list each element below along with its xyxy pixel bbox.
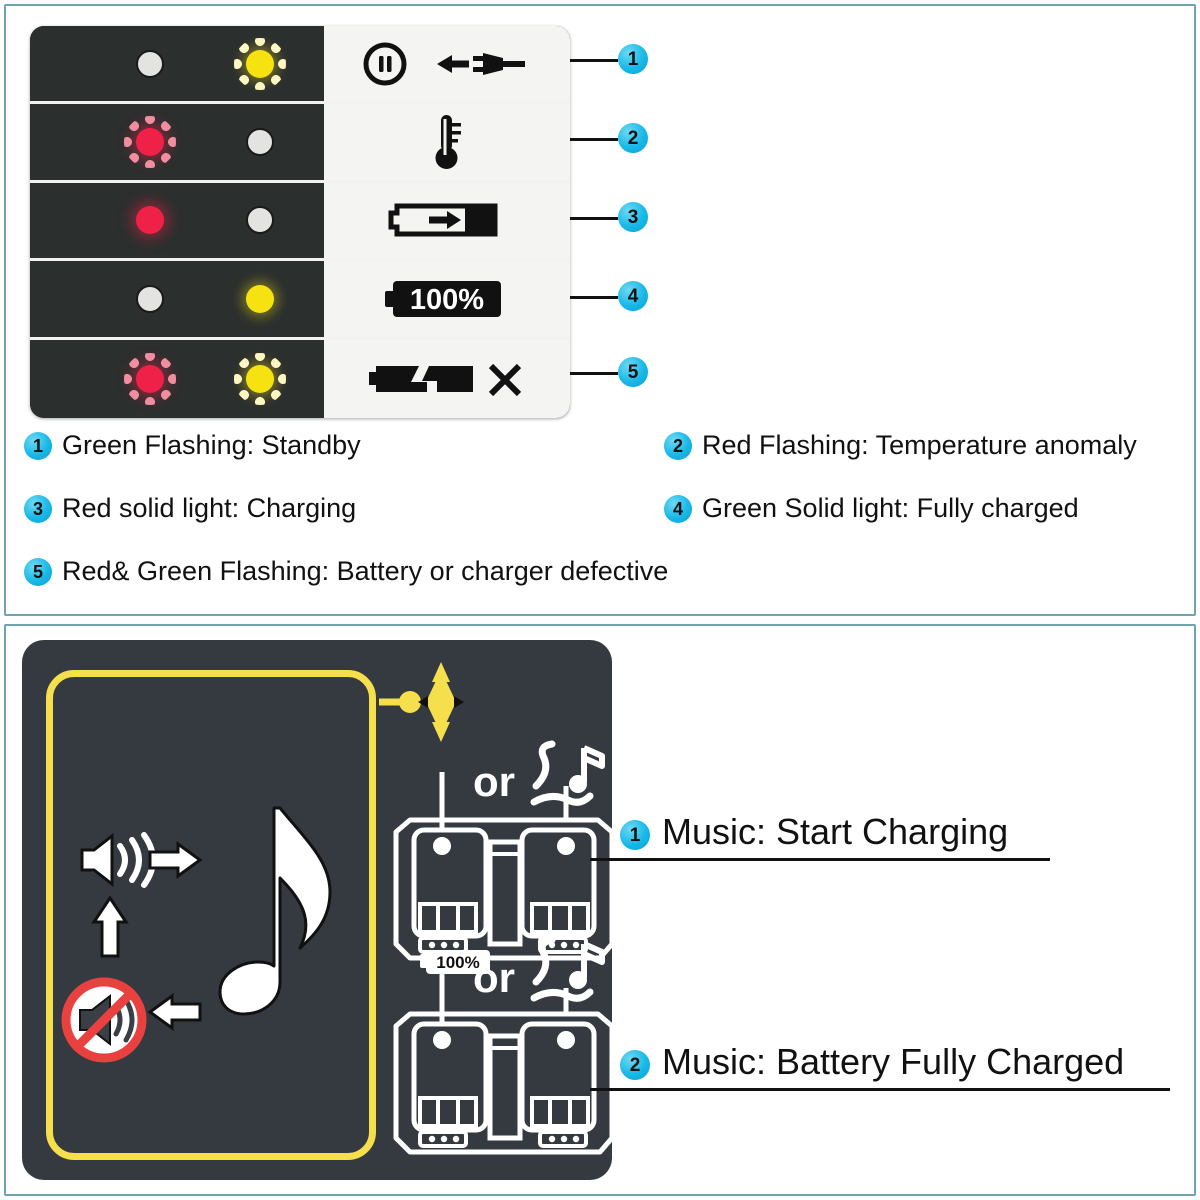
eighth-note-icon (218, 806, 332, 1016)
callout-3: 3 (618, 202, 648, 232)
battery-percent-label-bottom: 100% (436, 953, 479, 972)
led-red-solid (136, 206, 164, 235)
or-label-bottom: or (473, 954, 515, 1001)
led-green-off (136, 49, 164, 78)
legend-label: Red& Green Flashing: Battery or charger … (62, 556, 669, 586)
leader-line-2 (570, 138, 618, 141)
music-callout-2: 2 Music: Battery Fully Charged (620, 1044, 1124, 1080)
legend-label: Green Solid light: Fully charged (702, 493, 1079, 523)
plug-to-socket-standby-icon (322, 26, 570, 102)
speaker-on-icon (80, 832, 156, 888)
charger-dock-icon-top (393, 772, 612, 961)
callout-bubble: 5 (618, 357, 648, 387)
callout-4: 4 (618, 281, 648, 311)
table-row (30, 104, 570, 183)
led-green-flashing (234, 352, 286, 405)
charger-dock-icon-bottom (393, 974, 612, 1155)
legend-item-2: 2 Red Flashing: Temperature anomaly (664, 430, 1184, 461)
callout-bubble: 1 (620, 820, 650, 850)
callout-bubble: 1 (618, 44, 648, 74)
callout-bubble: 4 (618, 281, 648, 311)
table-row: 100% (30, 261, 570, 340)
leader-line-5 (570, 372, 618, 375)
arrow-left-icon (147, 993, 202, 1031)
table-row (30, 26, 570, 105)
music-indicator-panel: or 100% (4, 624, 1196, 1196)
callout-1: 1 (618, 44, 648, 74)
legend-bubble: 5 (24, 557, 52, 586)
legend-label: Green Flashing: Standby (62, 430, 361, 460)
battery-100-badge: 100% (420, 950, 490, 974)
legend-item-5: 5 Red& Green Flashing: Battery or charge… (24, 556, 1184, 587)
led-cell (30, 104, 322, 180)
leader-line-1 (570, 59, 618, 62)
legend-label: Red solid light: Charging (62, 493, 357, 523)
led-green-solid (246, 284, 274, 313)
led-status-table: 100% (30, 26, 570, 418)
arrow-right-icon (148, 841, 203, 879)
legend-bubble: 2 (664, 431, 692, 460)
led-cell (30, 261, 322, 337)
battery-percent-label: 100% (410, 284, 484, 316)
yellow-outline-box (46, 670, 376, 1160)
callout-bubble: 3 (618, 202, 648, 232)
thermometer-icon (322, 104, 570, 180)
led-green-off (246, 128, 274, 157)
led-red-flashing (124, 116, 176, 169)
legend-bubble: 3 (24, 494, 52, 523)
music-leader-line-2 (590, 1088, 1170, 1091)
led-indicator-panel: 100% (4, 4, 1196, 616)
callout-bubble: 2 (618, 123, 648, 153)
callout-2: 2 (618, 123, 648, 153)
speaker-muted-icon (61, 977, 147, 1063)
led-cell (30, 339, 322, 418)
table-row (30, 339, 570, 418)
legend-bubble: 4 (664, 494, 692, 523)
music-callout-label: Music: Battery Fully Charged (662, 1041, 1125, 1082)
music-diagram-card: or 100% (22, 640, 612, 1180)
up-down-arrow-icon (418, 662, 464, 742)
music-notes-icon-top (530, 740, 605, 806)
connector-line (379, 691, 421, 713)
table-row (30, 182, 570, 262)
music-callout-label: Music: Start Charging (662, 811, 1009, 852)
music-notes-icon-bottom (530, 936, 605, 1002)
legend-bubble: 1 (24, 431, 52, 460)
led-red-flashing (124, 352, 176, 405)
arrow-up-icon (91, 895, 129, 958)
leader-line-4 (570, 296, 618, 299)
led-cell (30, 26, 322, 102)
led-cell (30, 182, 322, 259)
battery-charging-icon (322, 182, 570, 259)
legend-item-4: 4 Green Solid light: Fully charged (664, 493, 1184, 524)
legend-item-3: 3 Red solid light: Charging (24, 493, 664, 524)
led-green-off (246, 206, 274, 235)
music-leader-line-1 (590, 858, 1050, 861)
led-legend: 1 Green Flashing: Standby 2 Red Flashing… (24, 430, 1184, 587)
led-green-flashing (234, 37, 286, 90)
legend-label: Red Flashing: Temperature anomaly (702, 430, 1137, 460)
callout-bubble: 2 (620, 1050, 650, 1080)
led-red-off (136, 284, 164, 313)
leader-line-3 (570, 217, 618, 220)
battery-defective-icon (322, 339, 570, 418)
or-label-top: or (473, 758, 515, 805)
music-callout-1: 1 Music: Start Charging (620, 814, 1008, 850)
callout-5: 5 (618, 357, 648, 387)
battery-100-percent-icon: 100% (322, 261, 570, 337)
legend-item-1: 1 Green Flashing: Standby (24, 430, 664, 461)
